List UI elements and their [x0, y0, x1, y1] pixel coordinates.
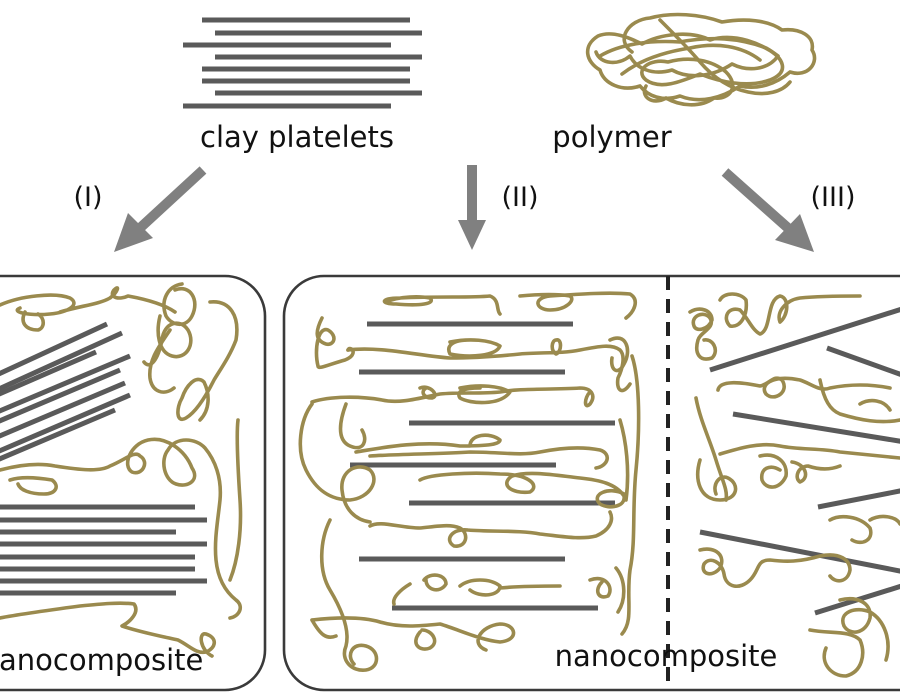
clay-platelet — [0, 407, 116, 462]
left-panel-caption: nanocomposite — [0, 643, 203, 677]
arrow-route-II — [458, 165, 486, 250]
polymer-chain — [694, 376, 892, 502]
right-panel-caption: nanocomposite — [555, 639, 778, 673]
polymer-chain — [0, 282, 197, 367]
polymer-chain — [698, 547, 890, 662]
polymer-chain — [314, 291, 638, 370]
polymer-chain — [585, 12, 817, 102]
clay-platelet — [0, 349, 97, 397]
polymer-chain — [0, 475, 217, 658]
clay-platelets-stack — [183, 17, 422, 109]
route-label-III: (III) — [811, 182, 856, 213]
polymer-chain — [310, 384, 595, 408]
clay-platelet — [0, 353, 131, 414]
polymer-chain — [598, 36, 785, 107]
right-panel-content — [688, 292, 900, 678]
clay-platelet — [0, 392, 131, 454]
polymer-label: polymer — [552, 120, 671, 154]
polymer-chain — [608, 336, 641, 636]
polymer-chain — [368, 510, 614, 606]
polymer-chain — [319, 471, 626, 672]
polymer-coil — [585, 12, 817, 107]
polymer-chain — [346, 338, 632, 393]
clay-platelet — [0, 321, 109, 377]
panel-right — [282, 274, 900, 692]
arrow-route-III — [721, 168, 814, 252]
clay-platelet — [732, 411, 900, 444]
route-label-I: (I) — [73, 182, 102, 213]
clay-platelets-label: clay platelets — [200, 120, 394, 154]
polymer-chain — [620, 18, 792, 96]
polymer-chain — [298, 402, 609, 524]
left-panel-content — [0, 282, 243, 658]
clay-platelet — [817, 488, 900, 510]
clay-platelet — [699, 529, 900, 574]
polymer-chain — [718, 378, 900, 460]
polymer-chain — [148, 300, 239, 422]
polymer-chain — [695, 453, 842, 502]
clay-platelet — [0, 380, 126, 439]
polymer-chain — [688, 292, 862, 361]
polymer-chain — [808, 514, 900, 678]
route-label-II: (II) — [502, 182, 539, 213]
clay-platelet — [0, 367, 121, 424]
clay-platelet — [826, 345, 900, 377]
arrow-route-I — [114, 166, 207, 252]
clay-platelet — [0, 330, 124, 392]
clay-platelet — [709, 306, 900, 373]
polymer-chain — [310, 566, 626, 652]
polymer-chain — [0, 418, 243, 620]
middle-panel-content — [298, 291, 641, 672]
